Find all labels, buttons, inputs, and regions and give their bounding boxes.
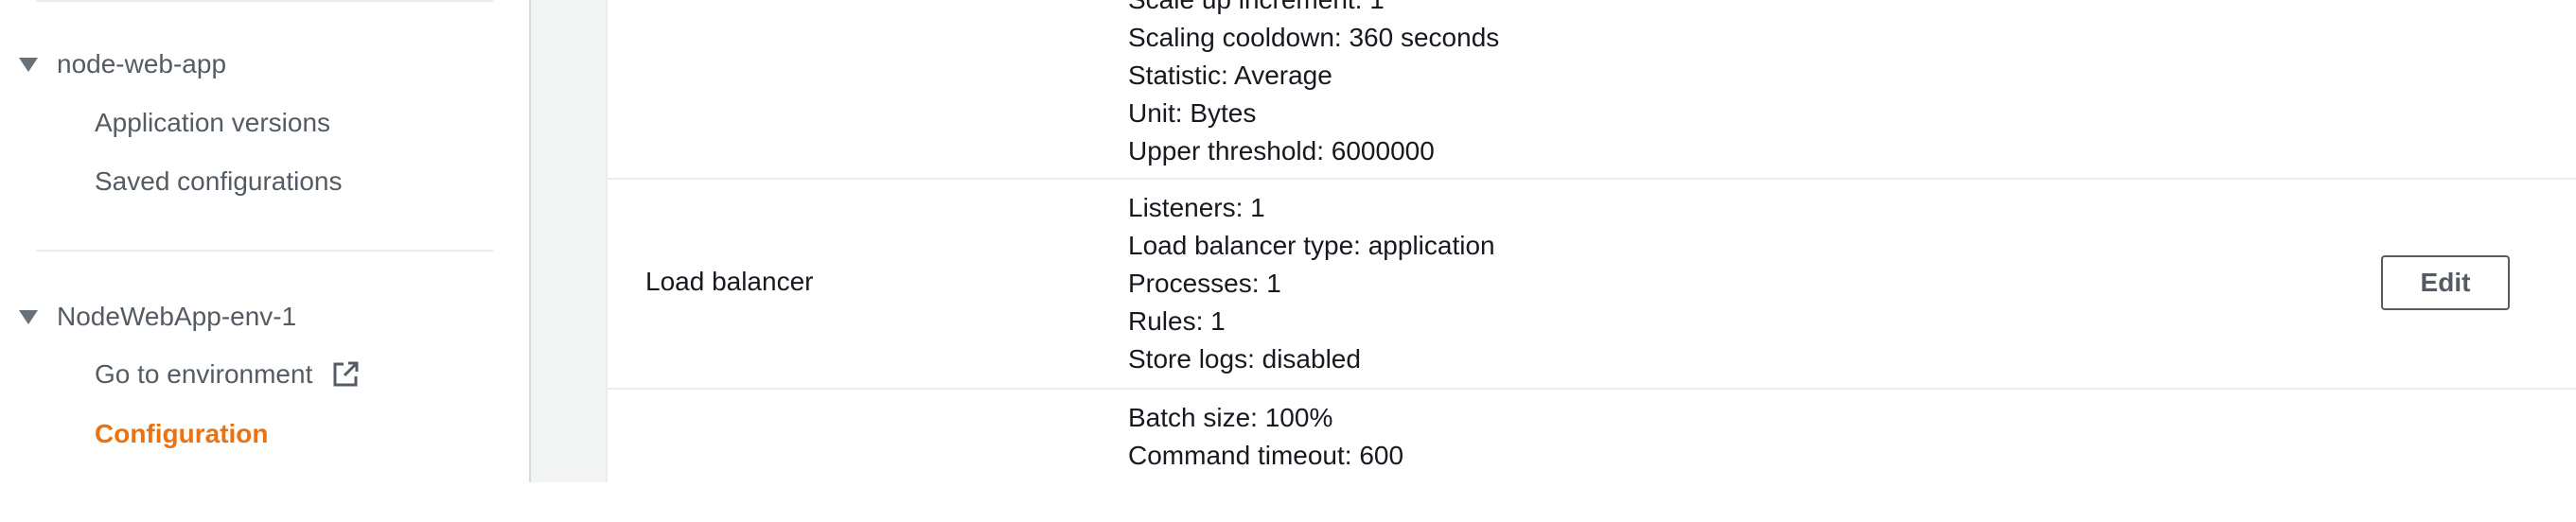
config-value: Scale up increment: 1 (1128, 0, 1499, 19)
config-value: Load balancer type: application (1128, 231, 1495, 260)
sidebar-item-configuration[interactable]: Configuration (95, 419, 269, 449)
config-row-values: Listeners: 1 Load balancer type: applica… (1128, 189, 1495, 378)
sidebar-divider (36, 0, 493, 2)
caret-down-icon (19, 309, 38, 324)
sidebar-divider (36, 250, 493, 252)
sidebar: node-web-app Application versions Saved … (0, 0, 531, 482)
config-row-load-balancer: Load balancer Listeners: 1 Load balancer… (608, 180, 2576, 390)
config-value: Statistic: Average (1128, 61, 1332, 90)
sidebar-item-application-versions[interactable]: Application versions (95, 108, 330, 138)
sidebar-group-environment[interactable]: NodeWebApp-env-1 (19, 302, 296, 332)
sidebar-item-go-to-environment[interactable]: Go to environment (95, 359, 360, 390)
sidebar-item-label: Configuration (95, 419, 269, 448)
config-value: Command timeout: 600 (1128, 441, 1404, 470)
sidebar-group-application[interactable]: node-web-app (19, 49, 226, 79)
sidebar-group-label: node-web-app (57, 49, 227, 78)
configuration-table: Scale up increment: 1 Scaling cooldown: … (606, 0, 2576, 482)
sidebar-item-label: Go to environment (95, 359, 313, 389)
config-row: Batch size: 100% Command timeout: 600 (608, 390, 2576, 522)
sidebar-item-saved-configurations[interactable]: Saved configurations (95, 166, 343, 197)
config-value: Upper threshold: 6000000 (1128, 136, 1435, 165)
config-value: Store logs: disabled (1128, 344, 1361, 374)
external-link-icon (331, 360, 360, 389)
config-row: Scale up increment: 1 Scaling cooldown: … (608, 0, 2576, 180)
config-value: Scaling cooldown: 360 seconds (1128, 23, 1500, 52)
sidebar-item-label: Application versions (95, 108, 331, 137)
sidebar-item-label: Saved configurations (95, 166, 343, 196)
config-row-label: Load balancer (645, 267, 814, 296)
config-row-values: Batch size: 100% Command timeout: 600 (1128, 399, 1403, 475)
caret-down-icon (19, 57, 38, 72)
config-value: Listeners: 1 (1128, 193, 1265, 222)
edit-load-balancer-button[interactable]: Edit (2381, 255, 2510, 310)
page-gutter (531, 0, 606, 482)
config-value: Processes: 1 (1128, 269, 1281, 298)
config-value: Unit: Bytes (1128, 98, 1257, 128)
config-value: Rules: 1 (1128, 306, 1226, 336)
config-row-values: Scale up increment: 1 Scaling cooldown: … (1128, 0, 1499, 170)
sidebar-group-label: NodeWebApp-env-1 (57, 302, 297, 331)
config-value: Batch size: 100% (1128, 403, 1333, 432)
